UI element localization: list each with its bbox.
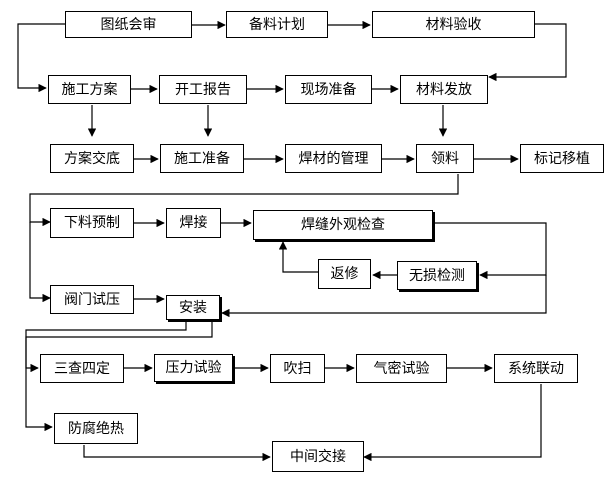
node-construction-plan: 施工方案	[48, 75, 131, 104]
node-material-acceptance-label: 材料验收	[425, 16, 482, 33]
node-interim-handover: 中间交接	[272, 441, 364, 472]
edge-rework-to-weld-inspection	[278, 241, 318, 273]
node-pressure-test-label: 压力试验	[165, 360, 222, 376]
node-material-pickup: 领料	[416, 144, 474, 173]
node-welding-label: 焊接	[179, 215, 208, 231]
node-site-prep: 现场准备	[285, 75, 372, 104]
node-start-report-label: 开工报告	[175, 81, 231, 98]
node-material-plan: 备料计划	[226, 11, 328, 38]
node-three-check-four-fix-label: 三查四定	[54, 360, 110, 377]
node-pressure-test: 压力试验	[154, 354, 233, 382]
node-rework-label: 返修	[330, 266, 359, 282]
node-blowing-label: 吹扫	[283, 360, 312, 377]
edge-ndt-to-installation	[221, 275, 547, 318]
node-start-report: 开工报告	[159, 75, 247, 104]
node-welding: 焊接	[166, 208, 221, 238]
node-rework: 返修	[318, 259, 371, 289]
node-site-prep-label: 现场准备	[300, 81, 357, 98]
node-ndt: 无损检测	[397, 261, 477, 290]
node-three-check-four-fix: 三查四定	[40, 354, 124, 383]
node-valve-pressure-test: 阀门试压	[50, 285, 134, 314]
node-blowing: 吹扫	[270, 354, 325, 383]
node-cutting-prefab: 下料预制	[50, 208, 134, 238]
node-air-tightness-test-label: 气密试验	[373, 360, 430, 377]
node-system-commissioning-label: 系统联动	[508, 360, 564, 377]
node-plan-briefing: 方案交底	[50, 144, 134, 173]
node-material-pickup-label: 领料	[431, 150, 459, 167]
node-welding-material-mgmt: 焊材的管理	[285, 144, 382, 173]
node-ndt-label: 无损检测	[409, 267, 465, 284]
edge-to-valve-pressure-test	[29, 222, 51, 303]
node-weld-visual-inspection-label: 焊缝外观检查	[301, 217, 385, 233]
node-valve-pressure-test-label: 阀门试压	[64, 291, 120, 308]
node-anticorrosion-insulation: 防腐绝热	[54, 413, 138, 444]
node-marking-transfer: 标记移植	[520, 144, 604, 173]
node-welding-material-mgmt-label: 焊材的管理	[298, 150, 369, 167]
node-construction-prep: 施工准备	[160, 144, 244, 173]
edge-commissioning-to-interim-handover	[363, 384, 542, 462]
node-material-plan-label: 备料计划	[249, 16, 305, 33]
edge-anticorrosion-to-interim-handover	[83, 445, 271, 462]
node-material-issue: 材料发放	[400, 75, 488, 104]
node-plan-briefing-label: 方案交底	[64, 150, 120, 167]
node-material-acceptance: 材料验收	[372, 11, 535, 38]
edge-installation-to-anticorrosion	[25, 320, 187, 432]
edge-material-acceptance-to-material-issue	[488, 23, 567, 82]
node-marking-transfer-label: 标记移植	[534, 150, 590, 167]
node-interim-handover-label: 中间交接	[290, 448, 346, 465]
node-drawing-review: 图纸会审	[65, 11, 192, 38]
edge-drawing-review-to-construction-plan	[17, 23, 65, 93]
node-weld-visual-inspection: 焊缝外观检查	[253, 210, 433, 240]
node-construction-plan-label: 施工方案	[61, 81, 118, 98]
node-installation-label: 安装	[179, 299, 207, 316]
edge-material-pickup-to-cutting-prefab	[29, 174, 459, 227]
node-material-issue-label: 材料发放	[416, 81, 472, 98]
node-drawing-review-label: 图纸会审	[100, 16, 157, 33]
node-construction-prep-label: 施工准备	[174, 150, 230, 167]
node-system-commissioning: 系统联动	[494, 354, 578, 383]
edge-weld-inspection-to-ndt	[433, 222, 547, 280]
node-air-tightness-test: 气密试验	[356, 354, 447, 383]
node-installation: 安装	[166, 295, 220, 320]
node-cutting-prefab-label: 下料预制	[64, 215, 120, 231]
node-anticorrosion-insulation-label: 防腐绝热	[68, 420, 124, 437]
